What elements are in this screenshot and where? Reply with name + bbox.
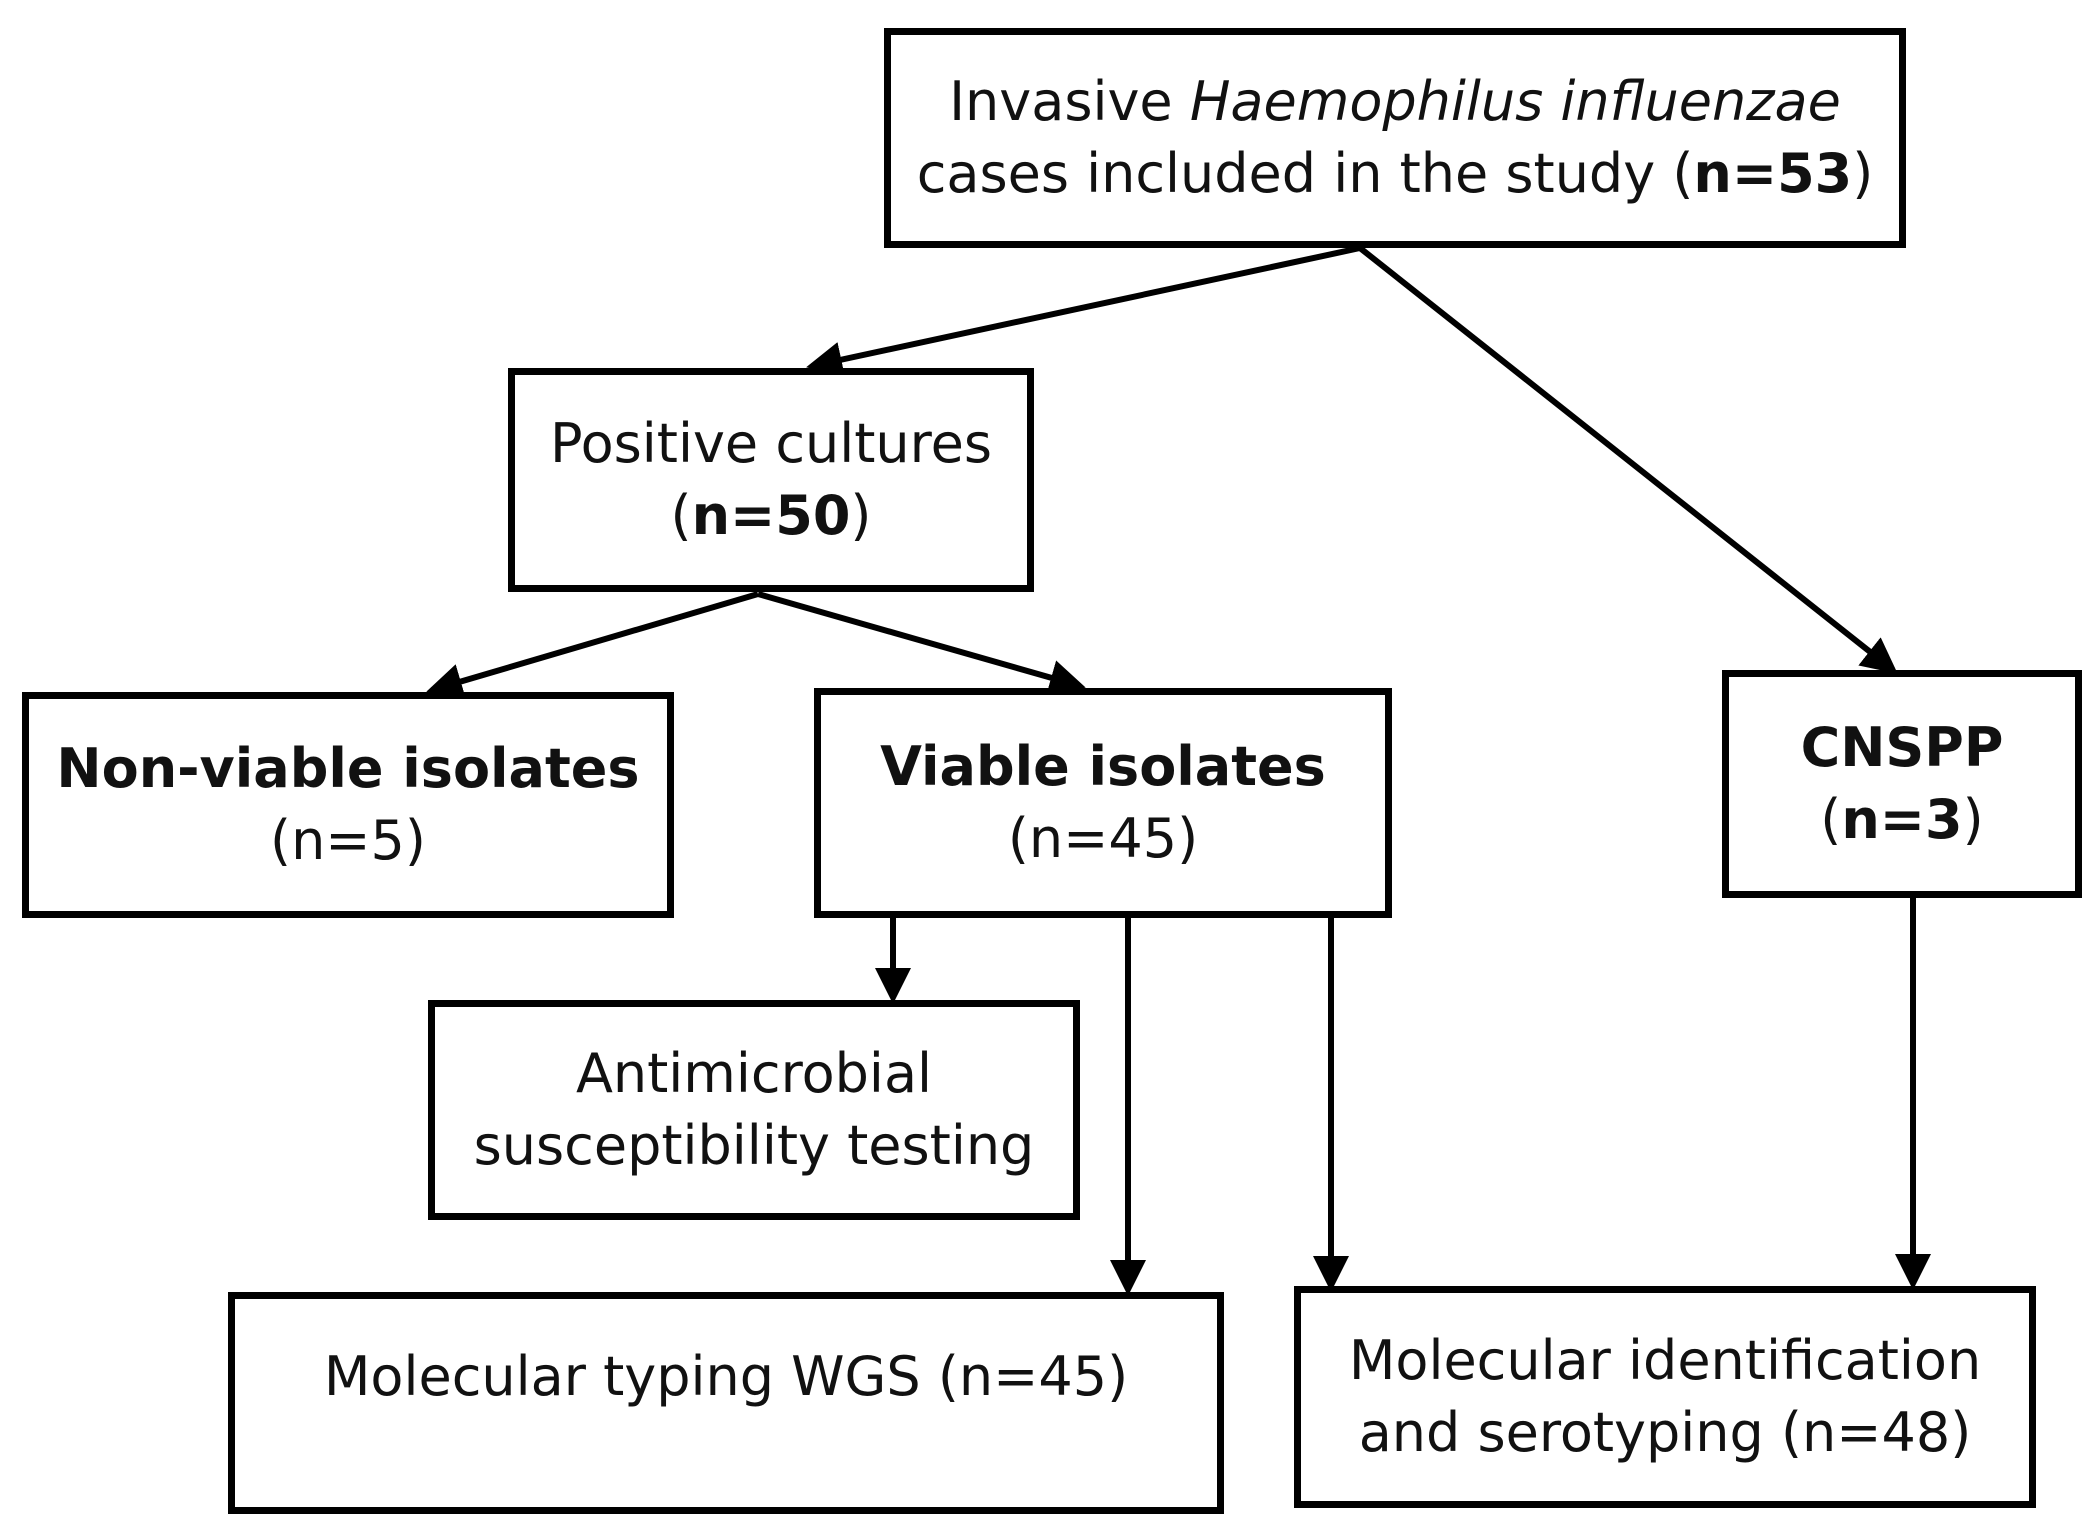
node-ast-line1: Antimicrobial — [575, 1042, 933, 1105]
node-total-cases: Invasive Haemophilus influenzae cases in… — [884, 28, 1906, 248]
node-viable-isolates: Viable isolates (n=45) — [814, 688, 1392, 918]
node-ast-line2: susceptibility testing — [473, 1114, 1035, 1177]
node-positive-cultures: Positive cultures (n=50) — [508, 368, 1034, 592]
node-nonviable-label: Non-viable isolates — [56, 737, 640, 800]
node-positive-label: Positive cultures — [549, 412, 993, 475]
node-molecular-identification-serotyping: Molecular identification and serotyping … — [1294, 1286, 2036, 1508]
node-cnspp: CNSPP (n=3) — [1722, 670, 2082, 898]
node-nonviable-count: (n=5) — [270, 809, 426, 872]
node-cnspp-line2-suffix: ) — [1962, 788, 1984, 851]
node-serotyping-line2: and serotyping (n=48) — [1358, 1401, 1972, 1464]
node-antimicrobial-testing: Antimicrobial susceptibility testing — [428, 1000, 1080, 1220]
node-serotyping-line1: Molecular identification — [1348, 1329, 1982, 1392]
arrow-positive-to-viable — [757, 591, 1086, 696]
node-positive-count: n=50 — [691, 484, 851, 547]
node-cnspp-line2: (n=3) — [1820, 784, 1983, 856]
node-molecular-typing-wgs: Molecular typing WGS (n=45) — [228, 1292, 1224, 1514]
node-total-line1-prefix: Invasive — [949, 70, 1190, 133]
arrow-total-to-cnspp — [1358, 245, 1898, 674]
node-viable-count: (n=45) — [1007, 807, 1199, 870]
node-cnspp-line2-prefix: ( — [1820, 788, 1842, 851]
node-cnspp-count: n=3 — [1841, 788, 1963, 851]
node-total-species: Haemophilus influenzae — [1189, 70, 1841, 133]
node-positive-line2: (n=50) — [671, 480, 872, 552]
node-total-line2-suffix: ) — [1852, 142, 1874, 205]
arrow-total-to-positive — [806, 245, 1361, 378]
node-positive-line2-prefix: ( — [670, 484, 692, 547]
arrow-positive-to-nonviable — [426, 591, 759, 699]
node-total-line2-prefix: cases included in the study ( — [916, 142, 1694, 205]
node-total-line1: Invasive Haemophilus influenzae — [949, 66, 1841, 138]
node-nonviable-isolates: Non-viable isolates (n=5) — [22, 692, 674, 918]
node-viable-label: Viable isolates — [880, 735, 1326, 798]
node-total-count: n=53 — [1693, 142, 1853, 205]
node-cnspp-label: CNSPP — [1800, 716, 2004, 779]
node-positive-line2-suffix: ) — [850, 484, 872, 547]
node-wgs-label: Molecular typing WGS (n=45) — [323, 1345, 1129, 1408]
node-total-line2: cases included in the study (n=53) — [917, 138, 1874, 210]
